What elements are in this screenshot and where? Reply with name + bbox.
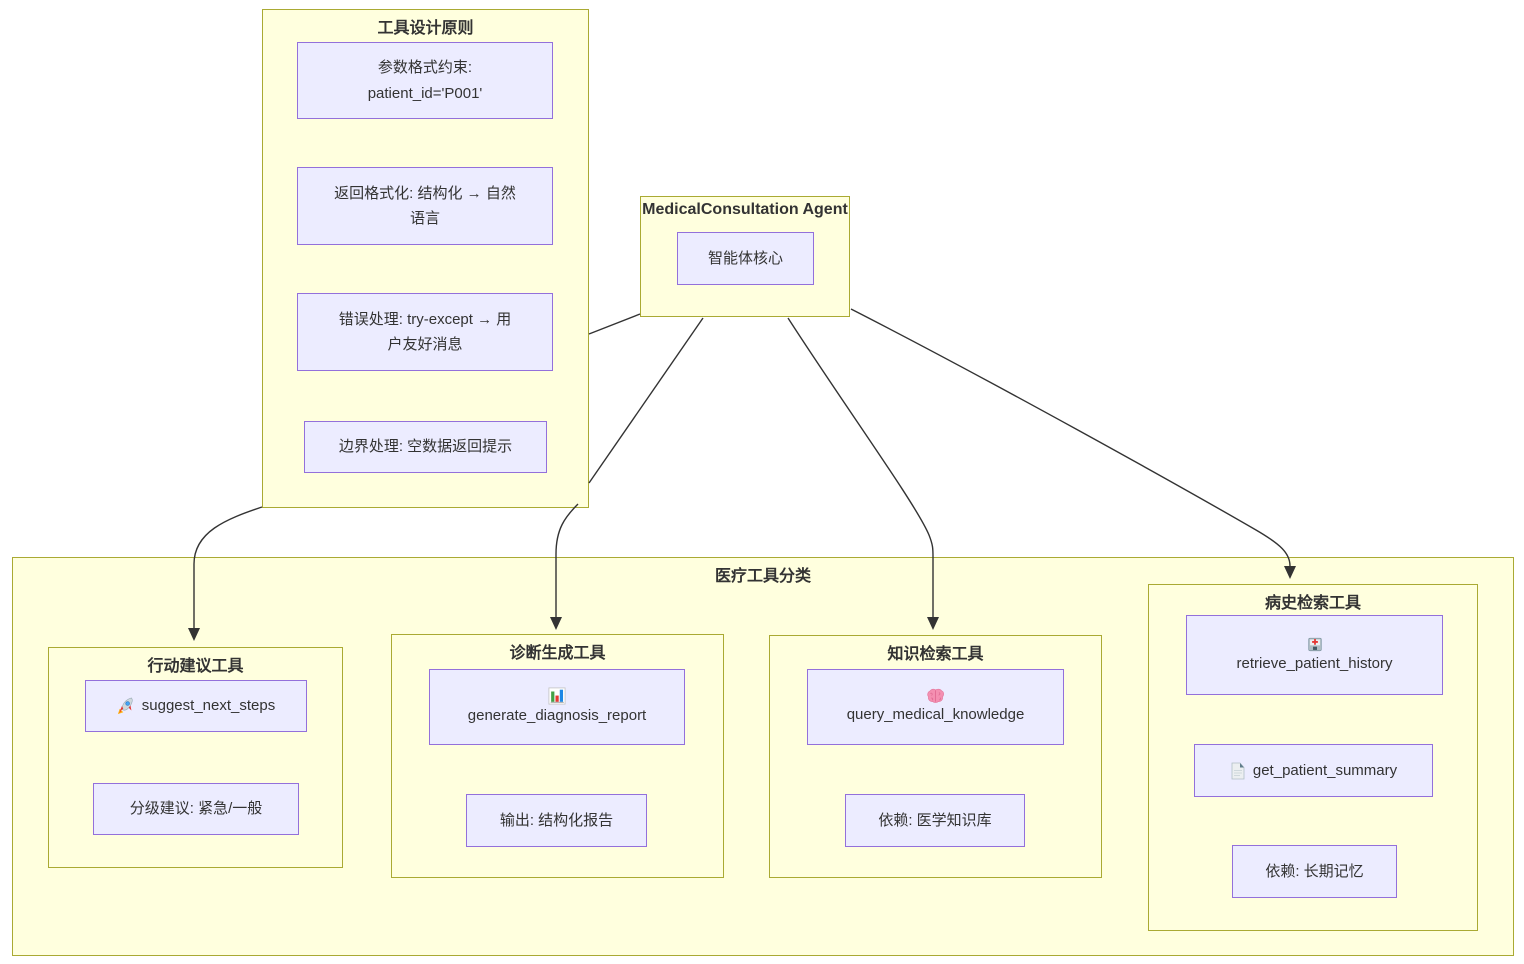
- node-retrieve-patient-history: retrieve_patient_history: [1186, 615, 1443, 695]
- node-label: suggest_next_steps: [141, 697, 276, 715]
- node-dependency-medical-knowledge-base: 依赖: 医学知识库: [845, 794, 1025, 847]
- rocket-icon: [117, 697, 135, 715]
- cluster-title-medical-tools: 医疗工具分类: [714, 568, 811, 585]
- node-label: get_patient_summary: [1252, 761, 1398, 779]
- node-agent-core: 智能体核心: [677, 232, 814, 285]
- node-label: query_medical_knowledge: [846, 706, 1025, 724]
- cluster-diagnosis-generation-tool: 诊断生成工具 generate_diagnosis_report 输出: 结构化…: [391, 634, 724, 878]
- cluster-title-history-retrieval: 病史检索工具: [1264, 595, 1361, 612]
- cluster-action-suggestion-tool: 行动建议工具 suggest_next_steps: [48, 647, 343, 868]
- hospital-icon: [1306, 635, 1324, 653]
- cluster-medical-consultation-agent: MedicalConsultation Agent 智能体核心: [640, 196, 850, 317]
- edge-agent-to-action-upper: [588, 313, 641, 335]
- node-error-handling: 错误处理: try-except → 用 户友好消息: [297, 293, 553, 371]
- cluster-history-retrieval-tool: 病史检索工具 retrieve_patient_history: [1148, 584, 1478, 931]
- cluster-title-tool-design-principles: 工具设计原则: [377, 20, 474, 37]
- cluster-knowledge-retrieval-tool: 知识检索工具 query_medical_knowledge 依赖: 医学知识库: [769, 635, 1102, 878]
- node-return-formatting: 返回格式化: 结构化 → 自然 语言: [297, 167, 553, 245]
- cluster-title-agent: MedicalConsultation Agent: [642, 201, 848, 218]
- node-output-structured-report: 输出: 结构化报告: [466, 794, 647, 847]
- cluster-title-knowledge-retrieval: 知识检索工具: [887, 646, 984, 663]
- node-get-patient-summary: get_patient_summary: [1194, 744, 1433, 797]
- cluster-title-action-suggestion: 行动建议工具: [147, 658, 244, 675]
- node-query-medical-knowledge: query_medical_knowledge: [807, 669, 1064, 745]
- node-generate-diagnosis-report: generate_diagnosis_report: [429, 669, 685, 745]
- node-dependency-long-term-memory: 依赖: 长期记忆: [1232, 845, 1397, 898]
- bar-chart-icon: [548, 687, 566, 705]
- node-label: generate_diagnosis_report: [467, 707, 647, 725]
- edge-agent-to-history: [850, 308, 1291, 567]
- node-param-format-constraint: 参数格式约束: patient_id='P001': [297, 42, 553, 119]
- node-label: retrieve_patient_history: [1236, 655, 1393, 673]
- edge-agent-to-diagnosis-upper: [588, 317, 704, 484]
- document-icon: [1230, 762, 1246, 780]
- cluster-tool-design-principles: 工具设计原则 参数格式约束: patient_id='P001' 返回格式化: …: [262, 9, 589, 508]
- cluster-medical-tools: 医疗工具分类 行动建议工具 sugge: [12, 557, 1514, 956]
- cluster-title-diagnosis-generation: 诊断生成工具: [509, 645, 606, 662]
- brain-icon: [926, 688, 945, 704]
- node-suggest-next-steps: suggest_next_steps: [85, 680, 307, 732]
- node-priority-suggestion: 分级建议: 紧急/一般: [93, 783, 299, 835]
- node-boundary-handling: 边界处理: 空数据返回提示: [304, 421, 547, 473]
